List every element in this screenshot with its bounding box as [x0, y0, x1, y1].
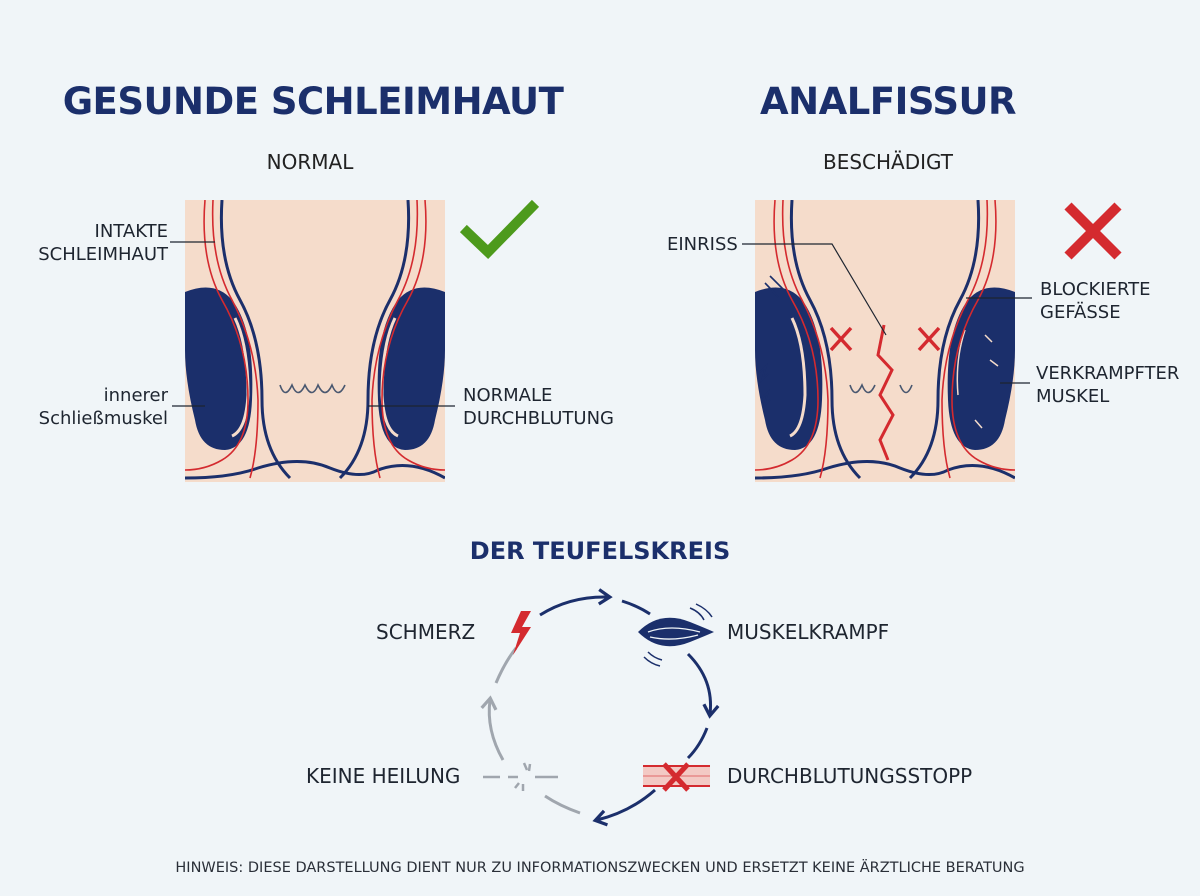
left-title: GESUNDE SCHLEIMHAUT [62, 80, 564, 123]
blocked-vessel-icon [643, 762, 710, 792]
cycle-title: DER TEUFELSKREIS [469, 537, 731, 565]
right-subtitle: BESCHÄDIGT [822, 150, 954, 174]
label-inner-sphincter: innerer Schließmuskel [38, 385, 168, 429]
label-cramped-muscle: VERKRAMPFTER MUSKEL [1036, 363, 1180, 407]
broken-line-icon [483, 762, 558, 791]
checkmark-icon [459, 199, 540, 260]
left-subtitle: NORMAL [266, 150, 354, 174]
cycle-step-cramp: MUSKELKRAMPF [727, 620, 890, 644]
cycle-step-no-healing: KEINE HEILUNG [306, 764, 461, 788]
cycle-diagram [480, 588, 720, 827]
leader-tear [742, 243, 887, 336]
right-title: ANALFISSUR [759, 80, 1017, 123]
cramp-marks [759, 275, 786, 409]
blocked-vessel-x-right [917, 326, 941, 352]
blocked-vessel-x-left [829, 326, 853, 352]
healthy-anatomy-diagram [185, 200, 445, 482]
cycle-step-blood-stop: DURCHBLUTUNGSSTOPP [727, 764, 973, 788]
label-normal-blood-flow: NORMALE DURCHBLUTUNG [463, 385, 614, 429]
label-intact-mucosa: INTAKTE SCHLEIMHAUT [38, 221, 168, 265]
cross-icon [1064, 202, 1122, 260]
lightning-icon [511, 611, 531, 655]
muscle-cramp-icon [638, 603, 714, 667]
label-blocked-vessels: BLOCKIERTE GEFÄSSE [1040, 279, 1151, 323]
tear-crack-icon [876, 324, 895, 461]
disclaimer-footnote: HINWEIS: DIESE DARSTELLUNG DIENT NUR ZU … [175, 860, 1025, 876]
cycle-step-pain: SCHMERZ [376, 620, 476, 644]
label-tear: EINRISS [667, 234, 738, 255]
fissure-anatomy-diagram [755, 200, 1015, 482]
